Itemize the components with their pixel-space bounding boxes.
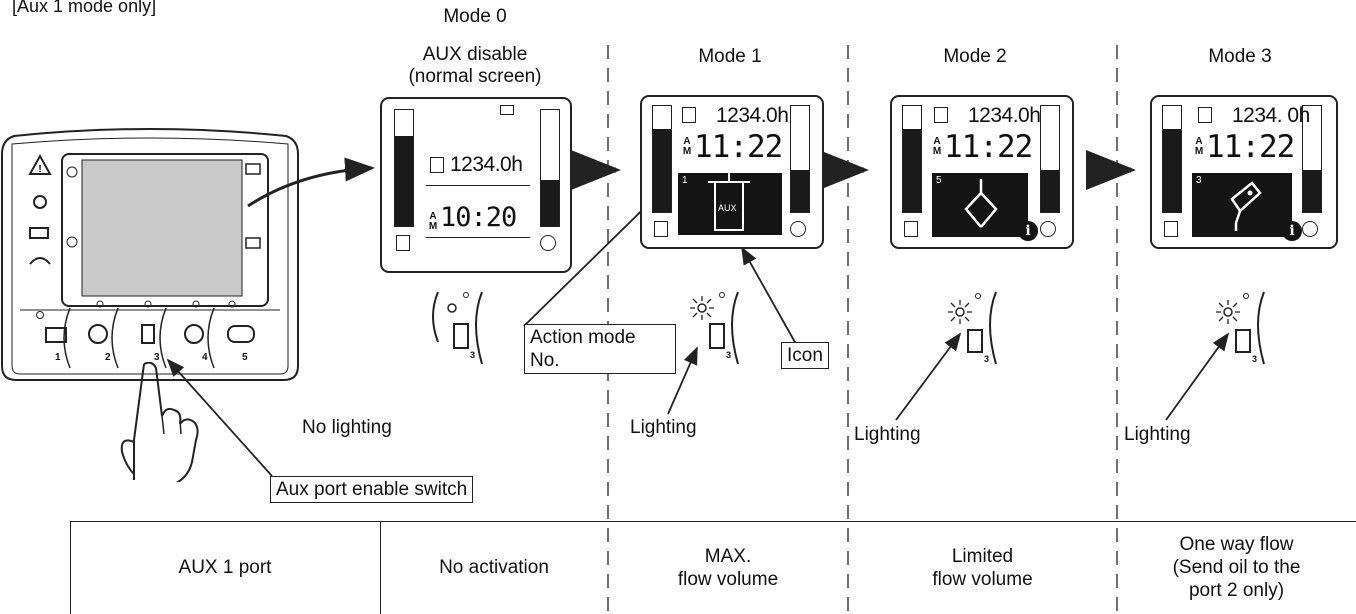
switch-indicator-lit [948,291,997,365]
mode2-clock: 11:22 [944,129,1033,165]
table-cell-mode1: MAX.flow volume [677,545,779,590]
mode1-title: Mode 1 [698,46,762,67]
mode0-hour-meter: 1234.0h [450,153,523,176]
aux-icon-text: AUX [718,203,737,213]
mode3-hour-meter: 1234. 0h [1232,104,1310,127]
panel-button-5-number: 5 [242,352,248,363]
switch-number: 3 [984,354,990,364]
action-mode-number-callout: Action mode No. [524,324,676,374]
fuel-icon [396,235,410,251]
table-cell-mode0: No activation [439,557,549,578]
switch-indicator-off [432,291,483,365]
panel-button-1-number: 1 [55,352,61,363]
panel-button-2-number: 2 [105,352,111,363]
table-row-header: AUX 1 port [178,557,272,578]
mode3-action-mode-number: 3 [1196,175,1202,186]
mode1-left-gauge [652,105,672,213]
aux-indicator-icon [500,105,514,115]
info-icon: i [1018,221,1038,241]
mode0-title: Mode 0 [443,6,507,27]
mode0-subtitle-2: (normal screen) [408,66,542,87]
svg-text:!: ! [38,164,41,175]
fuel-icon [654,221,668,237]
mode2-hour-meter: 1234.0h [968,104,1041,127]
temperature-icon [540,235,556,251]
fuel-icon [1164,221,1178,237]
mode1-right-gauge [790,105,810,213]
mode2-title: Mode 2 [943,46,1007,67]
panel-button-3-number: 3 [154,352,160,363]
aux-port-enable-switch-callout: Aux port enable switch [270,476,474,503]
mode3-title: Mode 3 [1208,46,1272,67]
hourglass-icon [430,157,444,173]
pointing-hand-icon [120,362,199,482]
hourglass-icon [934,107,948,123]
mode3-icon-area: 3 [1192,173,1292,237]
mode1-hour-meter: 1234.0h [716,104,789,127]
grapple-icon [964,179,998,228]
mode3-left-gauge [1162,105,1182,213]
hourglass-icon [1198,107,1212,123]
switch-indicator-lit [690,291,739,365]
hourglass-icon [682,107,696,123]
mode2-icon-area: 5 [932,173,1028,237]
temperature-icon [1302,221,1318,237]
mode3-right-gauge [1302,105,1322,213]
breaker-icon [1230,181,1262,231]
mode0-right-gauge [540,109,560,227]
switch-number: 3 [470,350,476,360]
mode3-clock: 11:22 [1206,129,1295,165]
mode2-right-gauge [1040,105,1060,213]
header-note: [Aux 1 mode only] [12,0,157,16]
icon-callout: Icon [781,342,829,369]
switch-indicator-lit [1216,291,1265,365]
switch-number: 3 [726,350,732,360]
instrument-panel: ! [0,128,300,383]
lighting-label-mode1: Lighting [630,417,697,438]
aux-tank-icon [714,183,744,231]
mode1-action-mode-number: 1 [682,175,688,186]
table-top-border [70,521,1356,522]
mode1-icon-area: 1 AUX [678,167,782,235]
no-lighting-label: No lighting [302,417,392,438]
mode2-left-gauge [902,105,922,213]
switch-number: 3 [1252,354,1258,364]
mode0-subtitle-1: AUX disable [422,44,528,65]
temperature-icon [1040,221,1056,237]
mode0-left-gauge [394,109,414,227]
mode1-clock: 11:22 [694,129,783,165]
lighting-label-mode3: Lighting [1124,424,1191,445]
info-icon: i [1282,221,1302,241]
mode0-clock: 10:20 [440,202,517,233]
fuel-icon [904,221,918,237]
temperature-icon [790,221,806,237]
lighting-label-mode2: Lighting [854,424,921,445]
mode2-action-mode-number: 5 [936,175,942,186]
panel-button-4-number: 4 [202,352,208,363]
